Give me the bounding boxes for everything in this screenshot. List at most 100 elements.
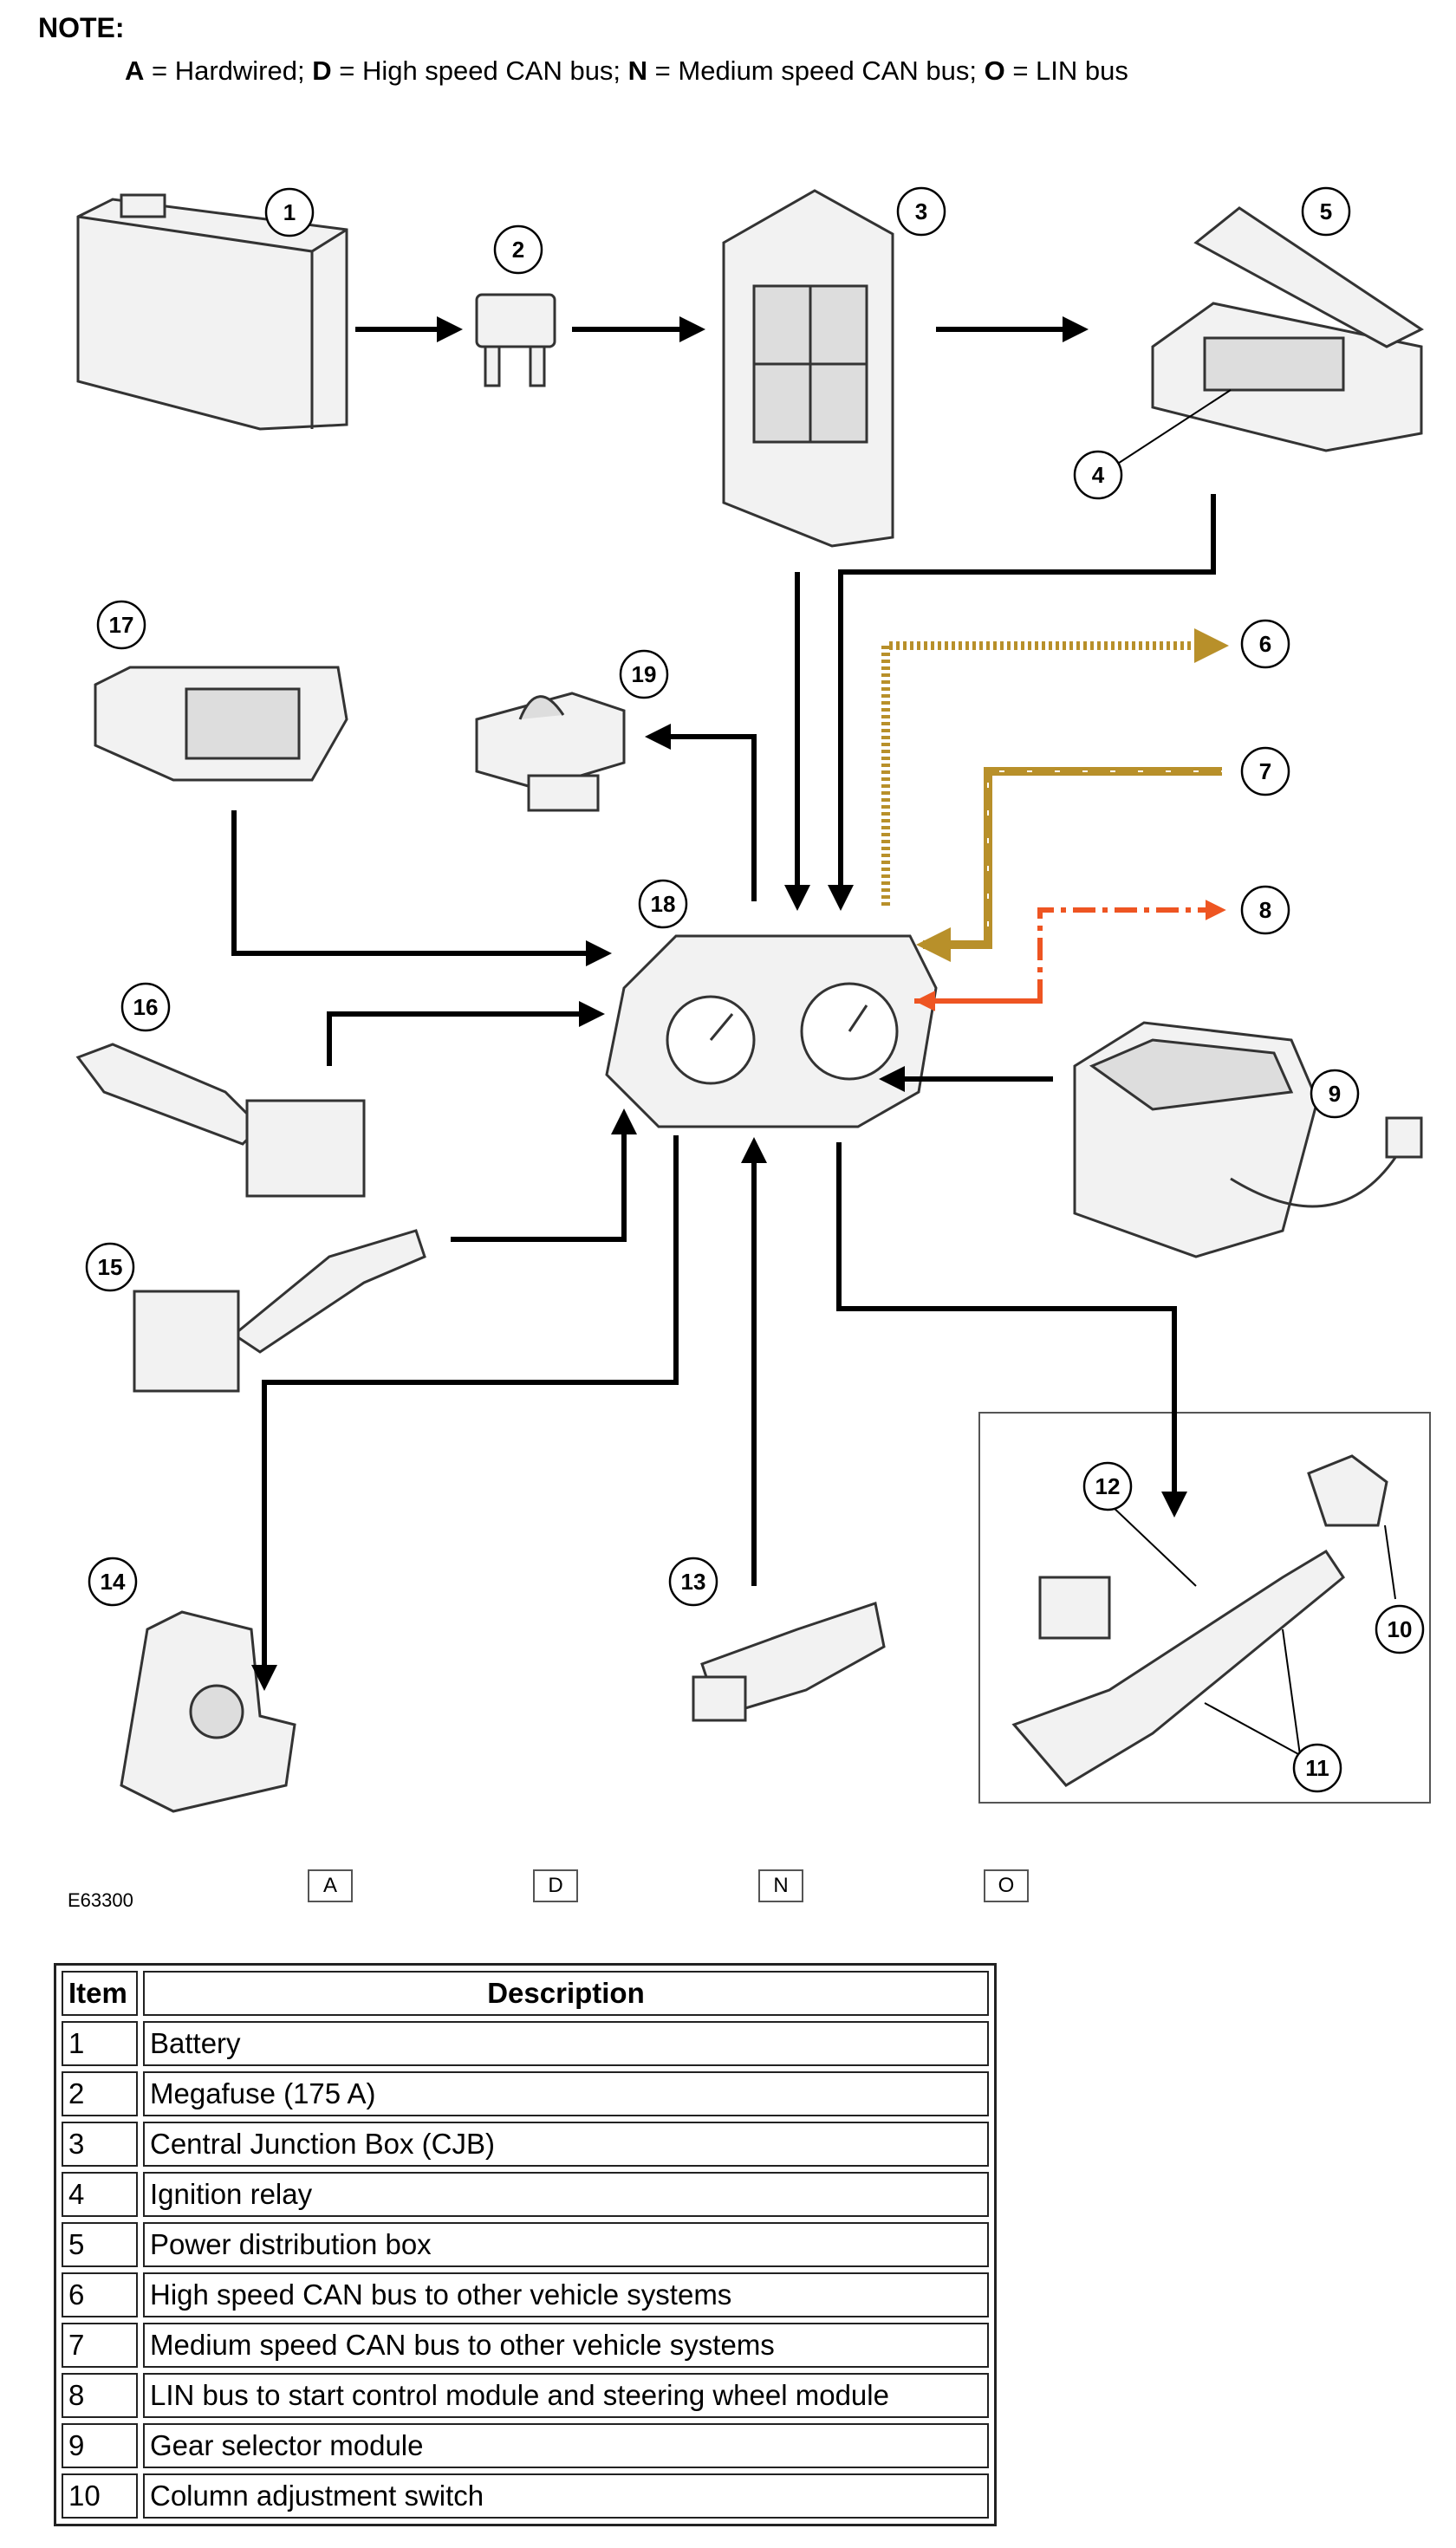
item-description: Gear selector module xyxy=(143,2423,989,2468)
header-description: Description xyxy=(143,1971,989,2016)
item-number: 10 xyxy=(62,2473,138,2519)
note-legend-text: A = Hardwired; D = High speed CAN bus; N… xyxy=(125,55,1128,87)
callout-label-1: 1 xyxy=(283,199,296,225)
item-number: 6 xyxy=(62,2272,138,2317)
callout-5: 5 xyxy=(1301,186,1351,237)
cjb-drawing xyxy=(722,189,894,548)
line-hs-can-6 xyxy=(881,628,1229,906)
callout-11: 11 xyxy=(1292,1743,1342,1793)
item-description: High speed CAN bus to other vehicle syst… xyxy=(143,2272,989,2317)
line-17-to-cluster xyxy=(231,810,612,966)
note-label-d: = High speed CAN bus; xyxy=(331,55,628,86)
stalk-15-drawing xyxy=(133,1229,426,1393)
item-description: LIN bus to start control module and stee… xyxy=(143,2373,989,2418)
item-number: 7 xyxy=(62,2323,138,2368)
battery-drawing xyxy=(76,193,348,431)
callout-15: 15 xyxy=(85,1242,135,1292)
note-code-d: D xyxy=(312,55,332,86)
hardwired-lines xyxy=(231,316,1216,1691)
callout-label-7: 7 xyxy=(1259,758,1271,784)
module-19-drawing xyxy=(475,692,626,812)
item-number: 1 xyxy=(62,2021,138,2066)
callout-3: 3 xyxy=(896,186,946,237)
line-16-to-cluster xyxy=(327,1001,605,1066)
stalk-16-drawing xyxy=(75,1043,366,1198)
line-19-cluster xyxy=(645,724,757,901)
callout-label-9: 9 xyxy=(1329,1081,1341,1107)
item-number: 9 xyxy=(62,2423,138,2468)
callout-4: 4 xyxy=(1073,450,1123,500)
note-code-n: N xyxy=(627,55,648,86)
line-pdb-to-cluster xyxy=(828,494,1216,911)
legend-box-a: A xyxy=(308,1869,353,1902)
callout-label-18: 18 xyxy=(651,891,676,917)
callout-label-11: 11 xyxy=(1305,1755,1329,1781)
item-description: Megafuse (175 A) xyxy=(143,2071,989,2116)
line-ms-can-7 xyxy=(916,767,1222,962)
callout-label-4: 4 xyxy=(1092,462,1105,488)
callout-1: 1 xyxy=(264,187,315,237)
note-code-o: O xyxy=(984,55,1005,86)
callout-14: 14 xyxy=(88,1557,138,1607)
note-label-n: = Medium speed CAN bus; xyxy=(647,55,985,86)
item-description: Battery xyxy=(143,2021,989,2066)
line-cluster-to-14 xyxy=(251,1135,679,1691)
callout-18: 18 xyxy=(638,879,688,929)
instrument-cluster-drawing xyxy=(605,934,938,1128)
legend-box-d: D xyxy=(533,1869,578,1902)
figure-id: E63300 xyxy=(68,1889,133,1911)
callout-7: 7 xyxy=(1240,746,1290,796)
callout-label-15: 15 xyxy=(98,1254,123,1280)
steering-column-drawing xyxy=(978,1412,1431,1804)
header-item: Item xyxy=(62,1971,138,2016)
legend-box-n: N xyxy=(758,1869,803,1902)
item-description: Central Junction Box (CJB) xyxy=(143,2122,989,2167)
legend-box-o: O xyxy=(984,1869,1029,1902)
note-title: NOTE: xyxy=(38,12,125,43)
line-lin-8 xyxy=(914,900,1226,1004)
callout-label-19: 19 xyxy=(632,661,657,687)
callout-label-6: 6 xyxy=(1259,631,1271,657)
item-description: Column adjustment switch xyxy=(143,2473,989,2519)
connection-lines xyxy=(231,316,1396,1756)
callout-8: 8 xyxy=(1240,885,1290,935)
callout-label-17: 17 xyxy=(109,612,134,638)
callout-6: 6 xyxy=(1240,619,1290,669)
callout-label-3: 3 xyxy=(915,198,927,224)
callout-2: 2 xyxy=(493,224,543,275)
item-description: Medium speed CAN bus to other vehicle sy… xyxy=(143,2323,989,2368)
callout-label-12: 12 xyxy=(1095,1473,1121,1499)
callout-13: 13 xyxy=(668,1557,718,1607)
item-number: 3 xyxy=(62,2122,138,2167)
callout-12: 12 xyxy=(1082,1461,1133,1511)
note-label-o: = LIN bus xyxy=(1004,55,1128,86)
callout-label-8: 8 xyxy=(1259,897,1271,923)
callout-label-13: 13 xyxy=(681,1569,706,1595)
callout-label-14: 14 xyxy=(101,1569,126,1595)
item-number: 8 xyxy=(62,2373,138,2418)
note-code-a: A xyxy=(125,55,145,86)
table-header-row: Item Description xyxy=(62,1971,989,2016)
note-label-a: = Hardwired; xyxy=(144,55,313,86)
callout-label-16: 16 xyxy=(133,994,159,1020)
item-number: 5 xyxy=(62,2222,138,2267)
callout-label-10: 10 xyxy=(1388,1616,1413,1642)
lock-assembly-14-drawing xyxy=(120,1610,296,1813)
power-distribution-box-drawing xyxy=(1151,206,1424,452)
megafuse-drawing xyxy=(475,293,556,387)
item-number: 4 xyxy=(62,2172,138,2217)
callout-17: 17 xyxy=(96,600,146,650)
line-cluster-to-column xyxy=(836,1142,1187,1518)
item-description: Power distribution box xyxy=(143,2222,989,2267)
